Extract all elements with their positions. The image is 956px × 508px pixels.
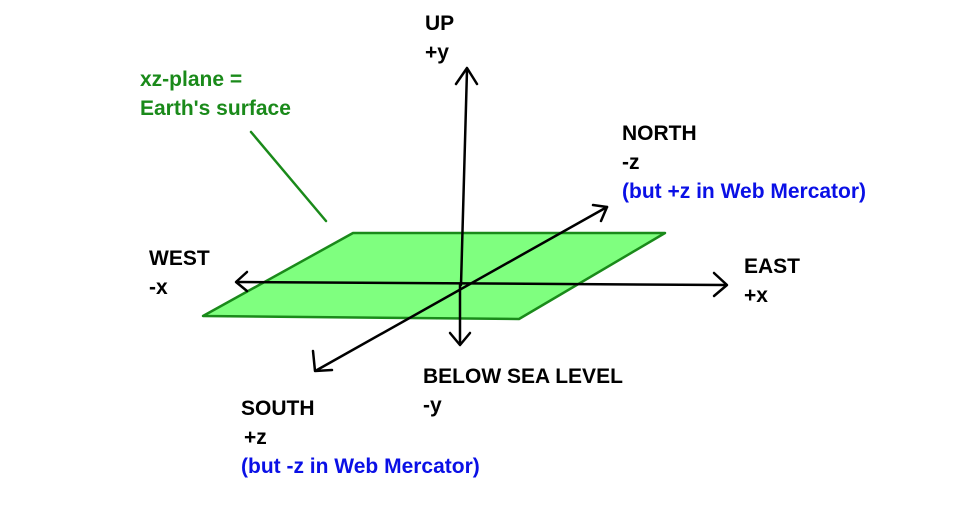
east-label-sign: +x [744,284,768,307]
north-label-sign: -z [622,151,640,174]
south-web-mercator-note: (but -z in Web Mercator) [241,455,480,478]
south-label-sign: +z [244,426,267,449]
below-sea-level-label: BELOW SEA LEVEL -y [423,362,623,420]
plane-label-line2: Earth's surface [140,97,291,120]
north-web-mercator-note: (but +z in Web Mercator) [622,180,867,203]
south-arrowhead [311,349,334,373]
x-axis-line [235,280,728,287]
up-label-sign: +y [425,41,449,64]
west-label-name: WEST [149,247,210,270]
plane-label-pointer [249,130,328,223]
north-label-name: NORTH [622,122,697,145]
south-label-name: SOUTH [241,397,315,420]
west-label-sign: -x [149,276,168,299]
north-arrowhead [591,203,609,223]
below-label-sign: -y [423,394,442,417]
east-label: EAST +x [744,252,800,310]
west-label: WEST -x [149,244,210,302]
up-label: UP +y [425,9,454,67]
north-label: NORTH -z (but +z in Web Mercator) [622,119,866,206]
east-label-name: EAST [744,255,801,278]
y-axis-line [459,68,469,287]
plane-label: xz-plane = Earth's surface [140,65,291,123]
west-arrowhead [234,270,249,293]
down-arrowhead [448,331,472,347]
south-label: SOUTH +z (but -z in Web Mercator) [241,394,480,481]
z-axis-line [315,205,609,372]
plane-label-line1: xz-plane = [140,68,243,91]
below-label-name: BELOW SEA LEVEL [423,365,623,388]
east-arrowhead [712,271,729,298]
xz-plane [201,231,667,321]
up-arrowhead [454,66,479,86]
up-label-name: UP [425,12,455,35]
